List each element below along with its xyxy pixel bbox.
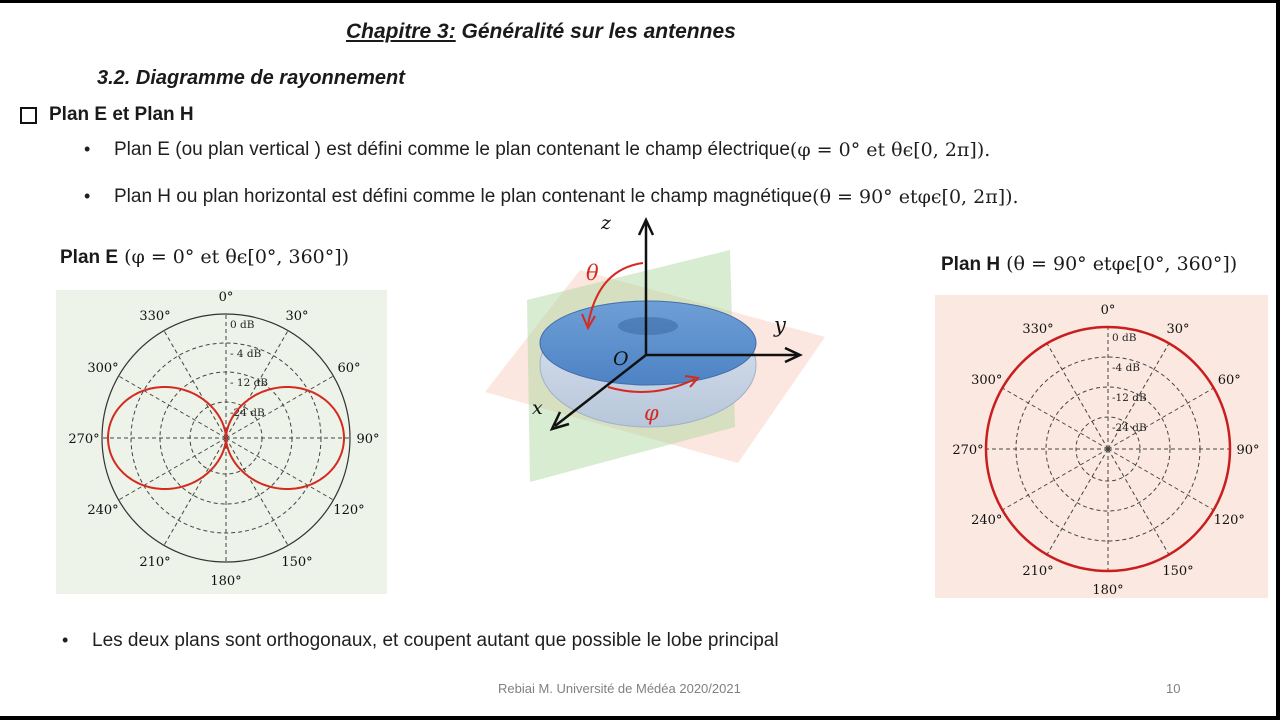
bullet-text: Plan H ou plan horizontal est défini com…	[114, 186, 813, 207]
plan-e-angle-label: 180°	[210, 574, 241, 589]
plan-e-radiation-pattern	[107, 386, 345, 490]
plan-e-angle-label: 240°	[87, 503, 118, 518]
plan-h-background	[935, 295, 1268, 598]
plan-h-radiation-pattern	[984, 325, 1232, 573]
y-label: y	[773, 313, 787, 337]
plan-h-angle-label: 0°	[1101, 303, 1116, 318]
plan-h-angle-label: 240°	[971, 513, 1002, 528]
slide-top-border	[0, 0, 1280, 3]
checkbox-icon	[20, 106, 37, 124]
plan-h-spoke	[1107, 387, 1214, 450]
y-arrowhead-icon	[784, 346, 803, 364]
plan-h-name: Plan H	[941, 254, 1001, 275]
bullet-orthogonal: • Les deux plans sont orthogonaux, et co…	[62, 630, 779, 652]
plan-h-spoke	[1046, 343, 1109, 450]
plan-h-angle-label: 270°	[952, 443, 983, 458]
phi-arc	[607, 378, 696, 393]
footer-text: Rebiai M. Université de Médéa 2020/2021	[498, 681, 741, 696]
plan-e-ring-label: - 12 dB	[230, 377, 268, 389]
plan-h-spoke	[1046, 448, 1109, 555]
torus-upper	[539, 300, 757, 386]
plan-e-angle-label: 210°	[139, 555, 170, 570]
plan-e-angle-label: 300°	[87, 361, 118, 376]
plan-e-angle-label: 0°	[219, 290, 234, 305]
plan-e-angle-label: 270°	[68, 432, 99, 447]
plan-h-ring-label: 0 dB	[1112, 332, 1137, 344]
theta-label: θ	[586, 261, 599, 285]
plan-h-spoke	[1002, 387, 1109, 450]
bullet-text: Plan E (ou plan vertical ) est défini co…	[114, 139, 790, 160]
plan-e-angle-label: 330°	[139, 309, 170, 324]
plan-h-angle-label: 30°	[1166, 322, 1189, 337]
x-label: x	[532, 397, 543, 419]
plan-e-angle-label: 30°	[285, 309, 308, 324]
z-arrowhead-icon	[637, 217, 655, 236]
section-title: 3.2. Diagramme de rayonnement	[97, 67, 405, 89]
bullet-text: Les deux plans sont orthogonaux, et coup…	[92, 630, 779, 651]
plan-e-label: Plan E(φ = 0° et θϵ[0°, 360°])	[60, 246, 349, 269]
plan-h-angle-label: 300°	[971, 373, 1002, 388]
plan-h-ring	[1045, 386, 1171, 512]
plan-e-ring-label: - 4 dB	[230, 348, 262, 360]
plan-h-ring-label: -24 dB	[1112, 422, 1147, 434]
bullet-plan-e: • Plan E (ou plan vertical ) est défini …	[84, 139, 990, 161]
x-arrowhead-icon	[549, 411, 570, 431]
plan-e-ring	[101, 313, 351, 563]
bullet-dot-icon: •	[62, 630, 69, 650]
bullet-dot-icon: •	[84, 139, 91, 159]
bullet-math: (θ = 90° etφϵ[0, 2π]).	[812, 186, 1019, 208]
x-axis	[554, 354, 647, 427]
page-number: 10	[1166, 681, 1181, 696]
plan-e-angle-label: 60°	[337, 361, 360, 376]
slide-bottom-border	[0, 716, 1280, 720]
chapter-title: Chapitre 3: Généralité sur les antennes	[346, 20, 736, 44]
plan-h-ring-label: -4 dB	[1112, 362, 1140, 374]
plan-e-background	[56, 290, 387, 594]
plan-e-condition: (φ = 0° et θϵ[0°, 360°])	[124, 246, 350, 268]
radiation-3d-diagram: z y x O θ φ	[485, 212, 825, 482]
plan-e-polar-diagram: 0° 30° 60° 90° 120° 150° 180° 210° 240° 270° 300° 3…	[56, 290, 387, 594]
plan-h-spoke	[1002, 448, 1109, 511]
plan-e-angle-label: 120°	[333, 503, 364, 518]
plan-h-angle-label: 210°	[1022, 564, 1053, 579]
z-label: z	[600, 212, 612, 234]
plan-h-label: Plan H(θ = 90° etφϵ[0°, 360°])	[941, 253, 1237, 276]
chapter-prefix: Chapitre 3:	[346, 20, 456, 43]
phi-label: φ	[644, 401, 659, 425]
plan-h-angle-label: 60°	[1218, 373, 1241, 388]
heading-text: Plan E et Plan H	[49, 104, 194, 125]
phi-arrowhead-icon	[684, 375, 700, 388]
plan-h-spoke	[1107, 343, 1170, 450]
plan-h-angle-label: 150°	[1162, 564, 1193, 579]
theta-arrowhead-icon	[581, 313, 596, 331]
plan-h-angle-label: 90°	[1236, 443, 1259, 458]
bullet-math: (φ = 0° et θϵ[0, 2π]).	[789, 139, 991, 161]
theta-arc	[587, 262, 644, 326]
chapter-name: Généralité sur les antennes	[455, 20, 736, 43]
origin-label: O	[613, 348, 629, 370]
plan-e-name: Plan E	[60, 247, 119, 268]
plan-h-angle-label: 120°	[1214, 513, 1245, 528]
plan-h-spoke	[1107, 448, 1170, 555]
torus-hole	[618, 317, 678, 335]
plan-h-angle-label: 330°	[1022, 322, 1053, 337]
bullet-dot-icon: •	[84, 186, 91, 206]
plan-h-angle-label: 180°	[1092, 583, 1123, 598]
plan-e-angle-label: 150°	[281, 555, 312, 570]
plan-e-angle-label: 90°	[356, 432, 379, 447]
heading: Plan E et Plan H	[18, 104, 194, 126]
plan-h-condition: (θ = 90° etφϵ[0°, 360°])	[1006, 253, 1238, 275]
plan-h-spoke	[1107, 448, 1214, 511]
bullet-plan-h: • Plan H ou plan horizontal est défini c…	[84, 186, 1019, 208]
slide-right-border	[1276, 0, 1280, 720]
plan-h-ring-label: -12 dB	[1112, 392, 1147, 404]
plan-h-polar-diagram: 0° 30° 60° 90° 120° 150° 180° 210° 240° 270° 300° 3…	[935, 295, 1268, 598]
plan-e-ring-label: 0 dB	[230, 319, 255, 331]
